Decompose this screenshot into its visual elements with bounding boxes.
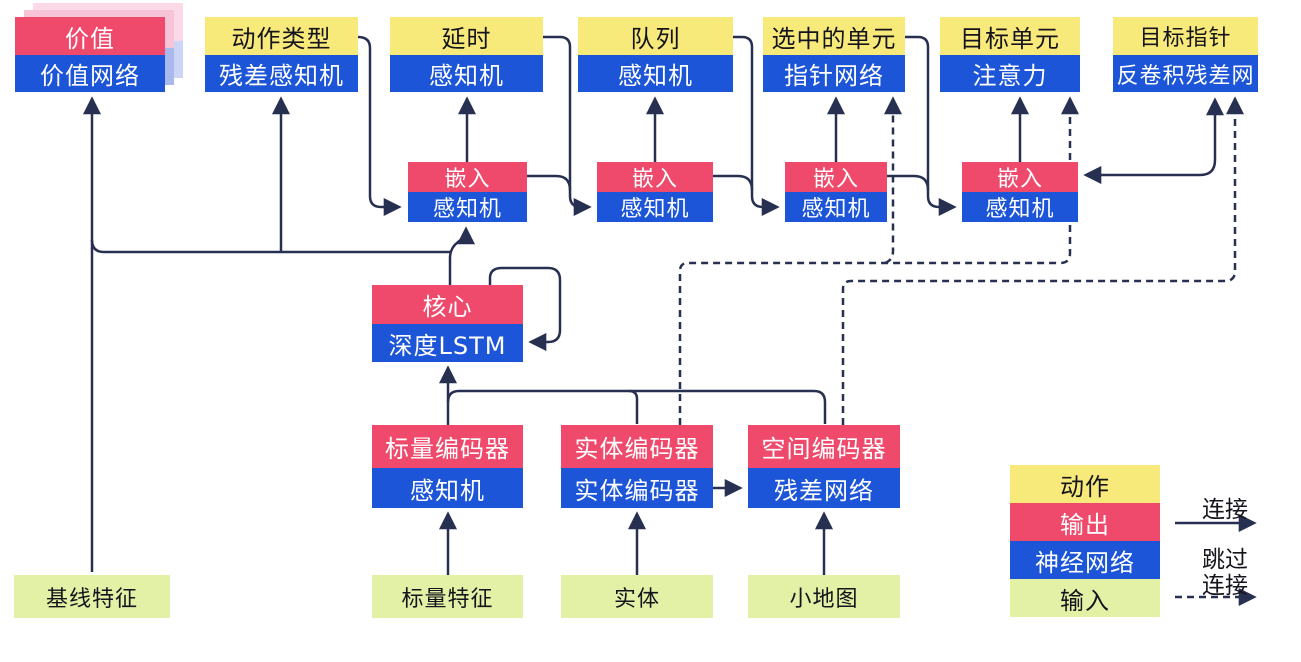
input-label: 小地图	[748, 575, 900, 618]
legend-dashed-arrow-label-2: 连接	[1202, 573, 1248, 599]
node-bottom-label: 反卷积残差网	[1113, 55, 1258, 92]
node-top-label: 嵌入	[408, 162, 527, 192]
node-top-label: 价值	[15, 17, 165, 55]
node-bottom-label: 残差网络	[748, 468, 900, 508]
node-bottom-label: 感知机	[578, 55, 733, 92]
node-spatial-encoder: 空间编码器 残差网络	[748, 425, 900, 508]
input-baseline-features: 基线特征	[14, 575, 170, 618]
input-label: 标量特征	[372, 575, 523, 618]
node-top-label: 核心	[372, 285, 523, 324]
legend-row-action: 动作	[1010, 465, 1160, 503]
node-top-label: 标量编码器	[372, 425, 523, 468]
node-bottom-label: 感知机	[408, 192, 527, 222]
node-bottom-label: 感知机	[962, 192, 1078, 222]
node-top-label: 选中的单元	[763, 17, 905, 55]
input-minimap: 小地图	[748, 575, 900, 618]
input-label: 实体	[561, 575, 713, 618]
node-top-label: 目标指针	[1113, 17, 1258, 55]
node-embedding-2: 嵌入 感知机	[597, 162, 713, 222]
legend-solid-arrow-label: 连接	[1202, 497, 1248, 523]
node-top-label: 延时	[390, 17, 543, 55]
node-bottom-label: 深度LSTM	[372, 324, 523, 362]
node-action-type-head: 动作类型 残差感知机	[205, 17, 358, 92]
node-bottom-label: 感知机	[372, 468, 523, 508]
node-bottom-label: 感知机	[390, 55, 543, 92]
input-label: 基线特征	[14, 575, 170, 618]
input-scalar-features: 标量特征	[372, 575, 523, 618]
node-bottom-label: 感知机	[785, 192, 887, 222]
node-delay-head: 延时 感知机	[390, 17, 543, 92]
node-bottom-label: 价值网络	[15, 55, 165, 92]
node-bottom-label: 注意力	[940, 55, 1080, 92]
node-bottom-label: 残差感知机	[205, 55, 358, 92]
legend-row-input: 输入	[1010, 579, 1160, 617]
legend-dashed-arrow-label-1: 跳过	[1202, 547, 1248, 573]
node-value-head: 价值 价值网络	[15, 17, 165, 92]
node-top-label: 嵌入	[785, 162, 887, 192]
node-selected-units-head: 选中的单元 指针网络	[763, 17, 905, 92]
node-bottom-label: 指针网络	[763, 55, 905, 92]
node-top-label: 嵌入	[597, 162, 713, 192]
node-core: 核心 深度LSTM	[372, 285, 523, 362]
node-target-pointer-head: 目标指针 反卷积残差网	[1113, 17, 1258, 92]
node-top-label: 队列	[578, 17, 733, 55]
node-top-label: 空间编码器	[748, 425, 900, 468]
node-embedding-4: 嵌入 感知机	[962, 162, 1078, 222]
node-embedding-1: 嵌入 感知机	[408, 162, 527, 222]
input-entities: 实体	[561, 575, 713, 618]
node-target-unit-head: 目标单元 注意力	[940, 17, 1080, 92]
legend-row-network: 神经网络	[1010, 541, 1160, 579]
node-top-label: 目标单元	[940, 17, 1080, 55]
node-queue-head: 队列 感知机	[578, 17, 733, 92]
node-bottom-label: 实体编码器	[561, 468, 713, 508]
node-scalar-encoder: 标量编码器 感知机	[372, 425, 523, 508]
legend: 动作 输出 神经网络 输入	[1010, 465, 1160, 617]
node-entity-encoder: 实体编码器 实体编码器	[561, 425, 713, 508]
node-top-label: 动作类型	[205, 17, 358, 55]
node-bottom-label: 感知机	[597, 192, 713, 222]
legend-row-output: 输出	[1010, 503, 1160, 541]
node-embedding-3: 嵌入 感知机	[785, 162, 887, 222]
node-top-label: 实体编码器	[561, 425, 713, 468]
node-top-label: 嵌入	[962, 162, 1078, 192]
